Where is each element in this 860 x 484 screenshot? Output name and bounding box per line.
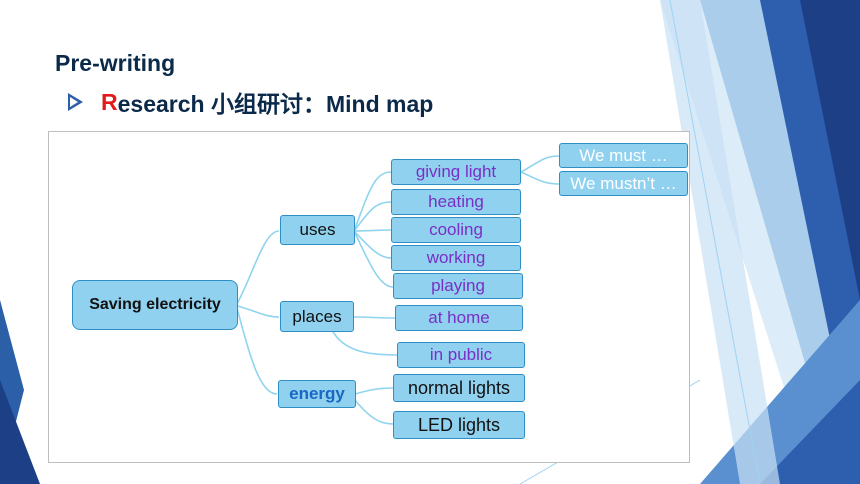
connector-root-places	[236, 305, 280, 318]
node-we-mustnt: We mustn’t …	[559, 171, 688, 196]
play-triangle-icon	[68, 93, 83, 111]
node-cooling: cooling	[391, 217, 521, 243]
connector-uses-working	[353, 230, 392, 259]
slide-heading: Pre-writing	[55, 50, 176, 76]
connector-root-energy	[236, 307, 278, 395]
connector-uses-cooling	[353, 229, 392, 232]
subheading-first-letter: R	[101, 88, 118, 115]
connector-energy-led	[354, 399, 394, 425]
node-at-home: at home	[395, 305, 523, 331]
node-heating: heating	[391, 189, 521, 215]
connector-places-at-home	[353, 316, 396, 319]
node-playing: playing	[393, 273, 523, 299]
mind-map-frame: Saving electricity uses places energy gi…	[48, 131, 690, 463]
connector-energy-normal	[354, 387, 394, 395]
mindmap-root: Saving electricity	[72, 280, 238, 330]
node-led-lights: LED lights	[393, 411, 525, 439]
node-we-must: We must …	[559, 143, 688, 168]
connector-root-uses	[236, 230, 280, 305]
node-in-public: in public	[397, 342, 525, 368]
connector-uses-heating	[353, 201, 392, 232]
connector-giving-light-mustnt	[520, 171, 560, 185]
connector-uses-playing	[353, 230, 394, 288]
subheading-text: esearch 小组研讨：Mind map	[117, 91, 434, 117]
mind-map-connectors	[236, 155, 560, 425]
connector-places-in-public	[331, 329, 398, 356]
node-giving-light: giving light	[391, 159, 521, 185]
connector-giving-light-must	[520, 155, 560, 173]
branch-energy: energy	[278, 380, 356, 408]
branch-uses: uses	[280, 215, 355, 245]
node-normal-lights: normal lights	[393, 374, 525, 402]
node-working: working	[391, 245, 521, 271]
connector-uses-giving-light	[353, 171, 392, 232]
branch-places: places	[280, 301, 354, 332]
